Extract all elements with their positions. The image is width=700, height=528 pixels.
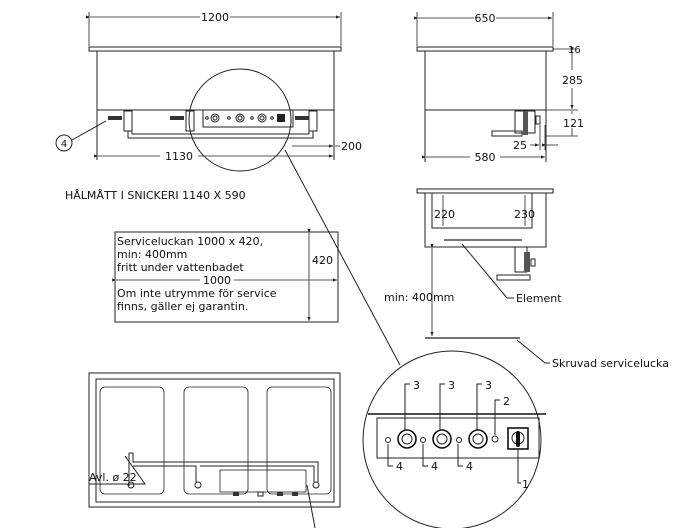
callout-3b: 3 [448,379,455,392]
callout-4-circle [55,134,73,152]
dim-650: 650 [475,12,496,25]
drain-label: Avl. ø 22 [89,471,137,484]
plan-view: Avl. ø 22 [88,372,341,528]
note-line-3: fritt under vattenbadet [117,261,244,274]
control-box [219,469,307,493]
dim-1000: 1000 [203,274,231,287]
note-line-2: min: 400mm [117,248,187,261]
element-label: Element [516,292,562,305]
dim-1130: 1130 [165,150,193,163]
dim-230: 230 [514,208,535,221]
gn-pan-2 [183,386,249,495]
dim-16: 16 [568,45,581,56]
callout-2: 2 [503,395,510,408]
note-line-1: Serviceluckan 1000 x 420, [117,235,263,248]
detail-leader [284,149,401,366]
min-clearance: min: 400mm [384,291,454,304]
callout-4: 4 [61,139,67,150]
dim-200: 200 [341,140,362,153]
callout-3c: 3 [485,379,492,392]
cutout-text: HÅLMÅTT I SNICKERI 1140 X 590 [65,189,246,202]
gn-pan-1 [99,386,165,495]
dim-285: 285 [562,74,583,87]
dim-1200: 1200 [201,11,229,24]
dim-121: 121 [563,117,584,130]
section-view: 220 230 min: 400mm Element Skruvad servi… [384,188,669,370]
dim-220: 220 [434,208,455,221]
detail-view: 3 3 3 2 4 4 4 1 [362,350,546,528]
note-line-5: finns, gäller ej garantin. [117,300,248,313]
note-box: Serviceluckan 1000 x 420, min: 400mm fri… [112,229,339,323]
control-panel [202,109,294,128]
callout-3a: 3 [413,379,420,392]
callout-4b: 4 [431,460,438,473]
dim-420: 420 [312,254,333,267]
callout-4a: 4 [396,460,403,473]
callout-1: 1 [522,478,529,491]
dim-25: 25 [513,139,527,152]
temperature-knobs [397,429,488,449]
top-plate [88,46,342,52]
service-hatch-label: Skruvad servicelucka [552,357,669,370]
tank-body [96,50,335,111]
callout-4c: 4 [466,460,473,473]
front-view: 1200 1130 200 4 HÅLMÅTT I SNICKERI 1140 … [55,11,401,366]
gn-pan-3 [266,386,332,495]
detail-circle-marker [188,68,292,172]
note-line-4: Om inte utrymme för service [117,287,277,300]
dim-580: 580 [475,151,496,164]
side-view: 650 16 285 121 25 580 [414,12,584,164]
